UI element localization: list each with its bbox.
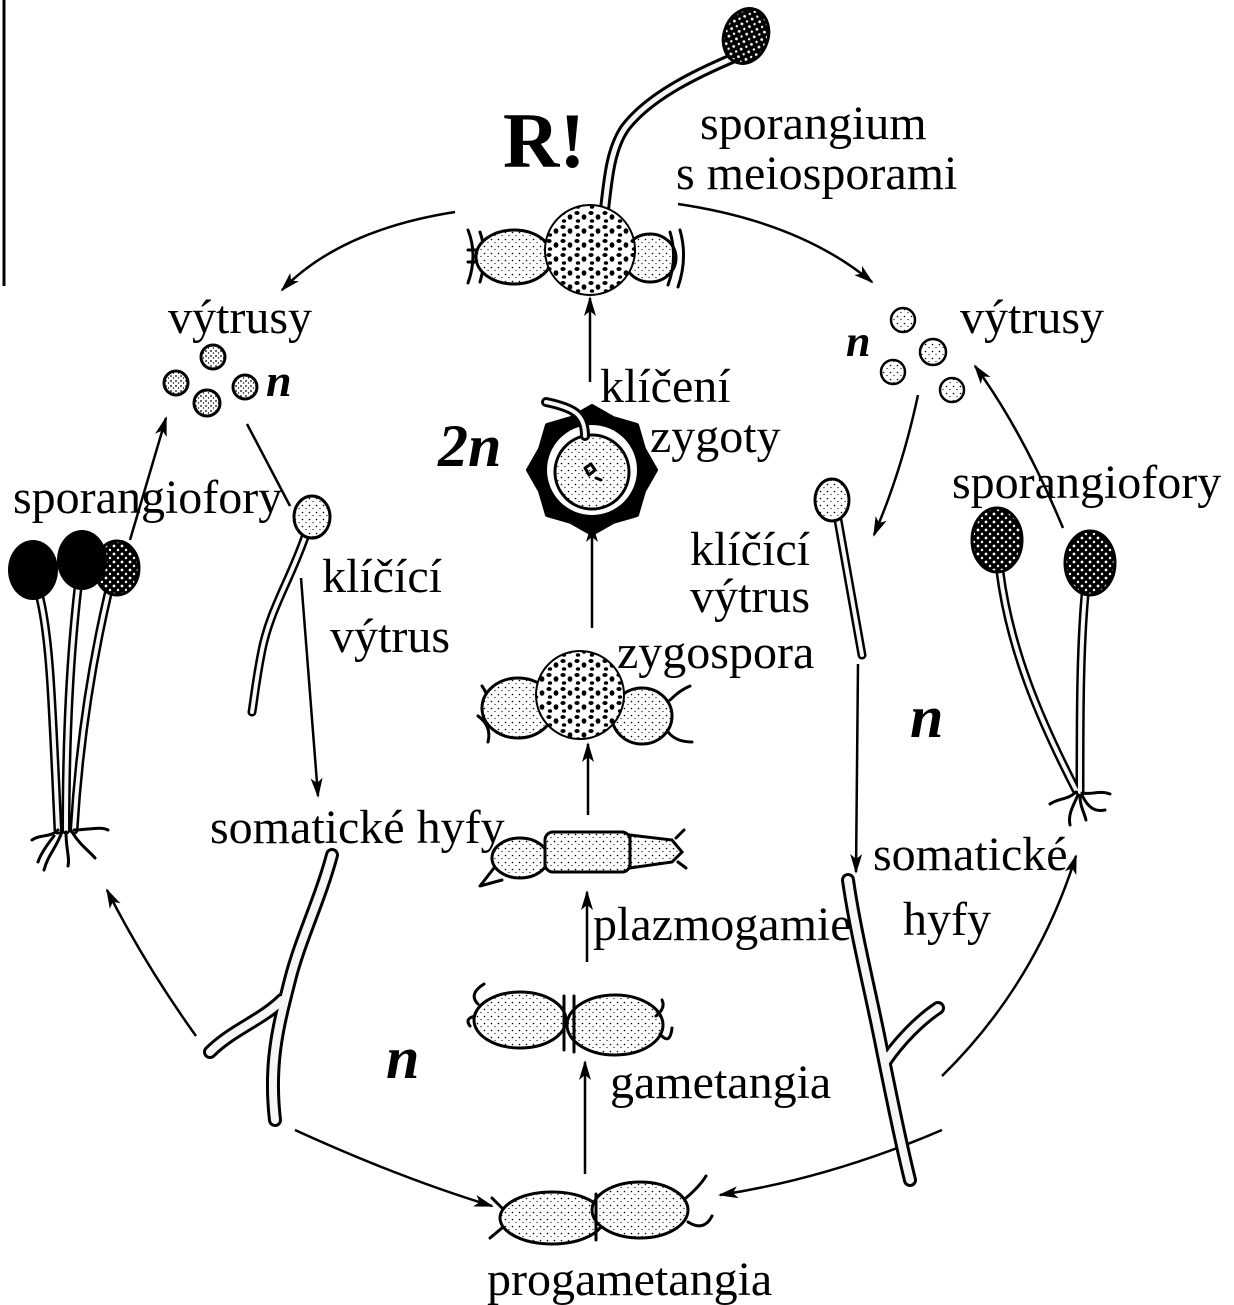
label-ploidy-spores-right: n [846, 317, 870, 366]
arrow-sporangium-to-right-spores [678, 204, 872, 282]
label-germinating-spore-right-line1: klíčící [690, 523, 810, 576]
label-gametangia: gametangia [610, 1056, 831, 1109]
label-ploidy-spores-left: n [266, 355, 292, 406]
left-sporangiophores [8, 530, 139, 870]
right-hypha-end [686, 1176, 712, 1226]
left-spores [164, 345, 257, 416]
rhizoids [1050, 792, 1110, 825]
sporangium-head [972, 508, 1022, 572]
spore [881, 360, 905, 384]
label-zygospore: zygospora [617, 626, 814, 679]
left-gametangium [476, 230, 552, 284]
left-suspensor [468, 230, 473, 283]
label-sporangiophores-right: sporangiofory [952, 456, 1221, 509]
arrow-right-hyphae-to-sporangiophores [942, 856, 1076, 1076]
sporangiophore-stalk [74, 594, 108, 830]
sporangium-head [1065, 531, 1115, 595]
zygospore-body [536, 651, 624, 739]
right-gametangium [567, 995, 663, 1055]
sporangium-head [57, 530, 107, 590]
label-sporangiophores-left: sporangiofory [13, 471, 282, 524]
arrow-sporangium-to-left-spores [282, 212, 455, 290]
label-ploidy-right: n [910, 684, 943, 750]
spore [194, 390, 220, 416]
label-germinating-spore-left-line1: klíčící [322, 550, 442, 603]
sporangiophore-stalk [1000, 572, 1076, 790]
label-somatic-hyphae-right-line1: somatické [873, 828, 1068, 881]
spore-head [815, 479, 849, 521]
spore [920, 339, 946, 365]
plasmogamy-stage [480, 830, 686, 886]
progametangia-stage [490, 1176, 712, 1244]
right-cell [630, 835, 682, 868]
sporangium-head [8, 540, 58, 600]
arrow-left-germinating-spore-to-hyphae [301, 578, 318, 796]
right-sporangiophores [972, 508, 1115, 825]
right-germinating-spore [815, 479, 862, 655]
spore [233, 375, 257, 399]
left-gametangium [474, 992, 566, 1048]
germ-tube [252, 537, 305, 712]
label-spores-right: výtrusy [960, 291, 1104, 344]
rhizoids [32, 828, 108, 870]
spore [164, 371, 188, 395]
label-zygote-germination-line2: zygoty [650, 410, 781, 463]
fused-middle-cell [545, 832, 630, 872]
arrow-right-spores-to-germinating-spore [874, 395, 918, 535]
spore [891, 308, 915, 332]
label-progametangia: progametangia [487, 1253, 772, 1305]
germinating-zygote [528, 402, 656, 534]
label-somatic-hyphae-left: somatické hyfy [210, 801, 505, 854]
top-zygospore-complex [468, 205, 684, 295]
label-ploidy-left: n [386, 1025, 419, 1091]
label-reduction-mark: R! [503, 97, 585, 184]
label-spores-left: výtrusy [168, 291, 312, 344]
arrow-left-hyphae-to-sporangiophores [107, 890, 196, 1036]
label-zygote-germination-line1: klíčení [600, 360, 731, 413]
arrow-left-hyphae-to-progametangia [295, 1130, 492, 1206]
label-sporangium-line2: s meiosporami [676, 147, 957, 200]
spore [201, 345, 225, 369]
label-somatic-hyphae-right-line2: hyfy [903, 893, 991, 946]
label-plasmogamy: plazmogamie [593, 898, 852, 951]
label-germinating-spore-left-line2: výtrus [330, 610, 450, 663]
right-progametangium [592, 1182, 688, 1238]
arrow-right-germinating-spore-to-hyphae [856, 664, 858, 872]
gametangia-stage [468, 984, 672, 1055]
label-ploidy-zygote: 2n [437, 413, 501, 479]
left-progametangium [500, 1192, 604, 1244]
left-germinating-spore [252, 496, 330, 712]
spore [940, 378, 964, 402]
label-germinating-spore-right-line2: výtrus [690, 570, 810, 623]
spore-head [294, 496, 330, 538]
label-sporangium-line1: sporangium [700, 97, 927, 150]
right-spores [881, 308, 964, 402]
left-somatic-hyphae [210, 855, 332, 1120]
zygospore-body [545, 205, 635, 295]
